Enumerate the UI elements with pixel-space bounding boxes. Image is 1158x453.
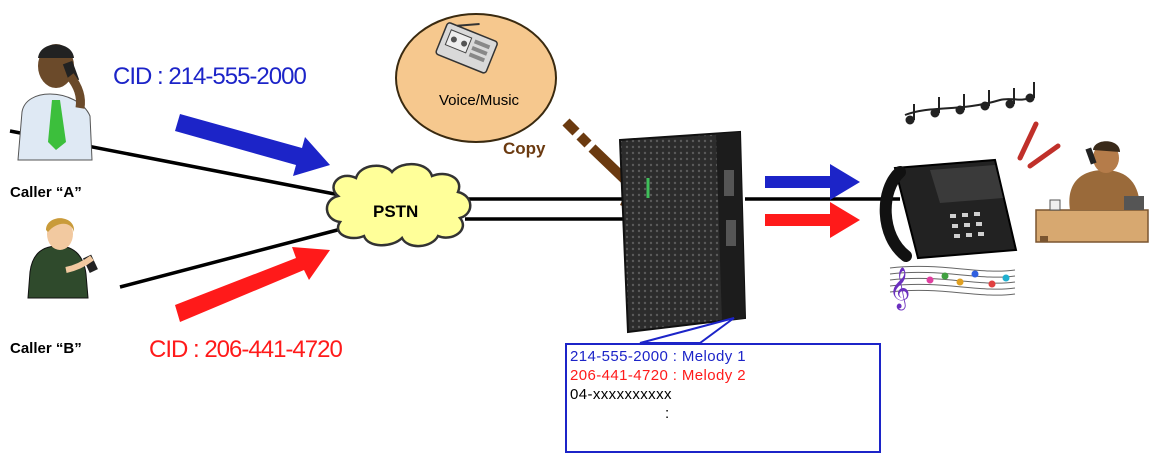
melody-row-1: 214-555-2000 : Melody 1 [570,348,746,365]
music-staff-icon: 𝄞 [889,265,1016,310]
pbx-system-unit [618,130,747,334]
caller-b-person-icon [27,218,98,299]
voice-music-bubble [395,13,557,143]
caller-a-label: Caller “A” [10,184,82,201]
caller-b-cid: CID : 206-441-4720 [149,336,343,363]
melody-assignment-table: 214-555-2000 : Melody 1 206-441-4720 : M… [565,343,881,453]
pstn-label: PSTN [373,202,419,221]
copy-label: Copy [503,139,546,158]
svg-text:𝄞: 𝄞 [889,267,910,310]
output-arrow-red [765,202,860,238]
cassette-player-icon [435,22,498,74]
music-notes-top-icon [904,82,1035,125]
caller-b-line [119,226,346,289]
receiving-person-icon [1035,141,1149,243]
desk-phone-icon [879,158,1018,262]
caller-b-label: Caller “B” [10,340,82,357]
pstn-cloud [325,163,472,248]
melody-row-ellipsis: : [665,405,670,422]
caller-a-cid: CID : 214-555-2000 [113,63,307,90]
caller-a-person-icon [17,44,93,161]
caller-a-arrow [175,114,330,176]
output-arrow-blue [765,164,860,200]
ringing-icon [1017,121,1061,169]
voice-music-label: Voice/Music [439,92,520,109]
melody-row-3: 04-xxxxxxxxxx [570,386,672,403]
caller-b-arrow [175,247,330,322]
melody-row-2: 206-441-4720 : Melody 2 [570,367,746,384]
